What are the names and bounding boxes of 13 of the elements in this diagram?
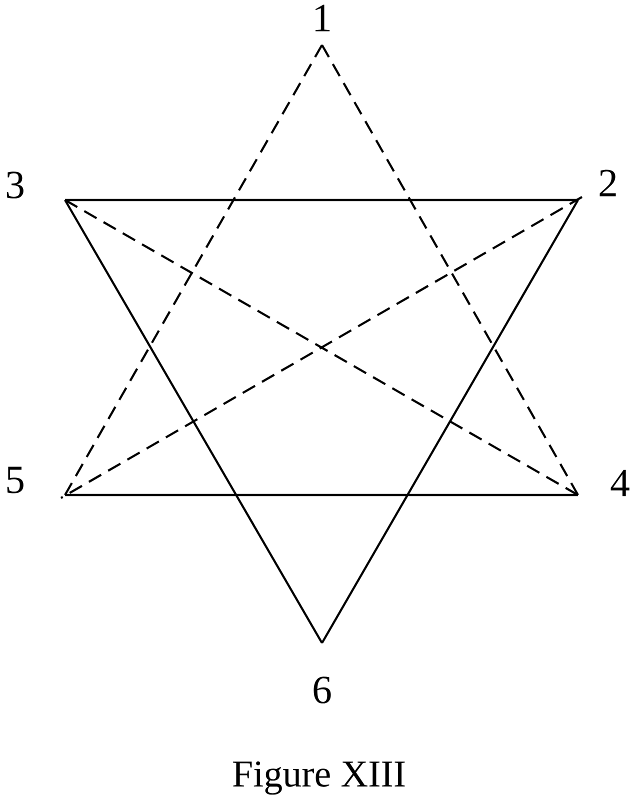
dashed-line [64,44,323,496]
point-label: 4 [610,470,630,496]
point-label: 2 [600,170,616,196]
point-label: 3 [6,172,24,198]
dashed-line [321,44,579,496]
point-label: 6 [314,676,331,704]
line [65,494,578,496]
line [64,199,323,644]
point-label: 1 [316,4,330,32]
figure-caption: Figure XIII [233,761,405,795]
line [321,199,579,644]
line [65,198,578,202]
point-label: 5 [7,466,24,494]
